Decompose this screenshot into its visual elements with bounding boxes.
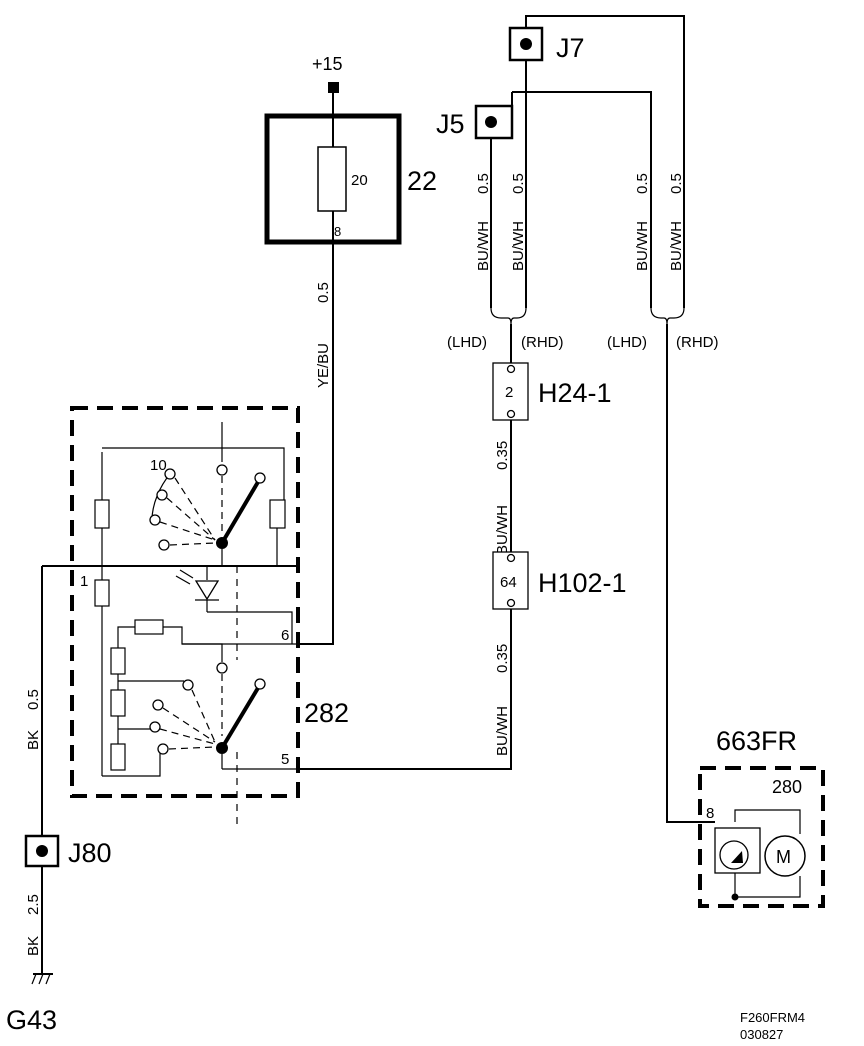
motor-id: 663FR [716, 726, 797, 756]
wire-ye-bu-size: 0.5 [315, 282, 332, 303]
lower-resistor-1 [110, 647, 126, 675]
fuse-rating: 20 [351, 172, 368, 189]
j7-dot [520, 38, 532, 50]
wire-bk-color: BK [25, 730, 42, 750]
motor-663fr: 663FR 280 8 M [698, 726, 825, 908]
junction-j7: J7 [508, 26, 585, 63]
junction-j80: J80 [24, 834, 112, 868]
h24-label: H24-1 [538, 378, 612, 408]
variant-lhd-left: (LHD) [447, 334, 487, 351]
switch-id: 282 [304, 698, 349, 728]
switch-pin-5: 5 [281, 751, 289, 768]
wire-fuse-to-switch [298, 242, 334, 645]
connector-h24-1: 2 H24-1 [492, 362, 612, 421]
wire-j7-rhd-color: BU/WH [668, 221, 685, 271]
upper-resistor-left [94, 499, 110, 529]
motor-sub-id: 280 [772, 777, 802, 797]
fuse-box-id: 22 [407, 166, 437, 196]
lower-resistor-3 [110, 743, 126, 771]
wire-h24-size: 0.35 [494, 441, 511, 470]
motor-pin: 8 [706, 805, 714, 822]
j5-dot [485, 116, 497, 128]
wire-j5-rhd-size: 0.5 [510, 173, 527, 194]
switch-pin-6: 6 [281, 627, 289, 644]
wire-j5-rhd-color: BU/WH [510, 221, 527, 271]
j80-box [24, 834, 60, 868]
motor-outline [698, 766, 825, 908]
wire-j5-lhd-size: 0.5 [475, 173, 492, 194]
lower-resistor-top [134, 619, 164, 635]
wire-bk-ground-size: 2.5 [25, 894, 42, 915]
upper-resistor-right [269, 499, 286, 529]
brace-right [650, 307, 685, 325]
j5-label: J5 [436, 109, 465, 139]
wire-j7-rhd-run [525, 15, 685, 308]
wire-j5-lhd-color: BU/WH [475, 221, 492, 271]
wire-to-motor [666, 324, 715, 823]
brace-left [490, 307, 527, 325]
lower-resistor-2 [110, 689, 126, 717]
ground-label: G43 [6, 1005, 57, 1035]
figure-code: F260FRM4 [740, 1010, 805, 1025]
wire-j7-rhd-size: 0.5 [668, 173, 685, 194]
wire-h24-color: BU/WH [494, 505, 511, 555]
indicator-led [194, 580, 220, 601]
switch-pin-10: 10 [150, 457, 167, 474]
ground-symbol: G43 [6, 973, 57, 1035]
motor-symbol [764, 835, 806, 877]
pin1-resistor [94, 579, 110, 607]
j80-label: J80 [68, 838, 112, 868]
motor-symbol-label: M [776, 847, 791, 867]
switch-pin-1: 1 [80, 573, 88, 590]
j7-label: J7 [556, 33, 585, 63]
switch-outline [70, 406, 300, 798]
h102-label: H102-1 [538, 568, 627, 598]
fuse-box-22: +15 20 22 8 [264, 54, 437, 245]
variant-rhd-left: (RHD) [521, 334, 564, 351]
h24-pin: 2 [505, 384, 513, 401]
j80-dot [36, 845, 48, 857]
h102-pin: 64 [500, 574, 517, 591]
wire-ye-bu-color: YE/BU [315, 343, 332, 388]
variant-rhd-right: (RHD) [676, 334, 719, 351]
wire-bk-ground-color: BK [25, 936, 42, 956]
date-code: 030827 [740, 1027, 783, 1042]
wire-j5-lhd-run [512, 91, 652, 308]
wire-h102-size: 0.35 [494, 644, 511, 673]
wire-j7-lhd-size: 0.5 [634, 173, 651, 194]
wire-h102-to-switch [298, 609, 512, 770]
wire-j7-lhd-color: BU/WH [634, 221, 651, 271]
switch-282: 282 10 1 [42, 406, 349, 826]
supply-label: +15 [312, 54, 343, 74]
connector-h102-1: 64 H102-1 [492, 551, 627, 610]
wire-h102-color: BU/WH [494, 706, 511, 756]
supply-terminal [328, 82, 339, 93]
fuse-symbol [317, 146, 347, 212]
fuse-pin: 8 [334, 224, 341, 239]
junction-j5: J5 [436, 104, 514, 140]
variant-lhd-right: (LHD) [607, 334, 647, 351]
motor-sensor [719, 840, 749, 870]
wire-bk-size: 0.5 [25, 689, 42, 710]
